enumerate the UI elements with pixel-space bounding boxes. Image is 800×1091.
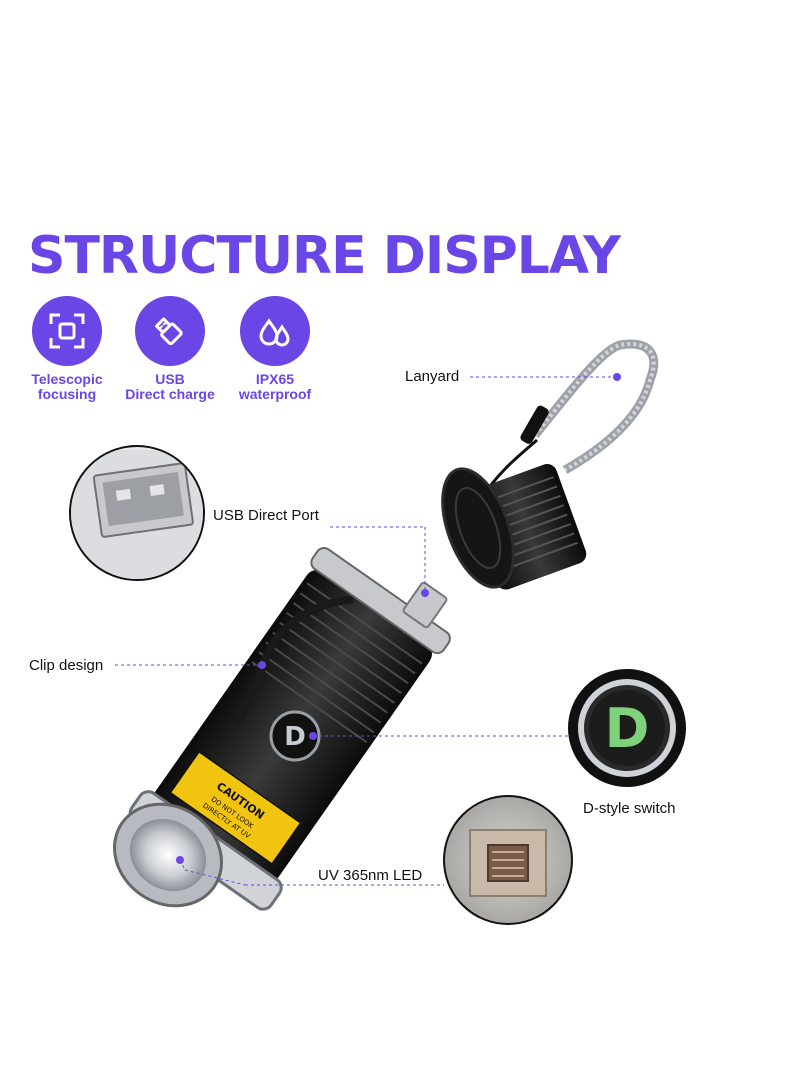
side-switch-letter: D bbox=[284, 722, 306, 752]
feature-label-line2: Direct charge bbox=[125, 386, 215, 402]
usb-plug bbox=[402, 581, 448, 629]
feature-telescopic-focusing: Telescopic focusing bbox=[12, 296, 122, 402]
page-title: STRUCTURE DISPLAY bbox=[28, 226, 621, 286]
water-drops-icon bbox=[240, 296, 310, 366]
feature-label-line1: IPX65 bbox=[255, 371, 295, 387]
feature-label-line2: waterproof bbox=[238, 386, 312, 402]
callout-switch: D-style switch bbox=[583, 800, 676, 817]
callout-lanyard: Lanyard bbox=[405, 368, 460, 385]
d-switch-letter: D bbox=[605, 697, 650, 760]
usb-stick-icon bbox=[135, 296, 205, 366]
lanyard bbox=[478, 339, 659, 501]
callout-dots bbox=[176, 373, 621, 864]
flashlight-body: CAUTION DO NOT LOOK DIRECTLY AT UV D bbox=[112, 546, 451, 911]
feature-usb-direct-charge: USB Direct charge bbox=[115, 296, 225, 402]
feature-label-line1: Telescopic bbox=[31, 371, 103, 387]
tail-cap bbox=[441, 464, 587, 590]
d-switch-detail bbox=[568, 669, 686, 787]
callout-usb-port: USB Direct Port bbox=[213, 507, 319, 524]
callout-clip: Clip design bbox=[29, 657, 104, 674]
feature-label-line2: focusing bbox=[37, 386, 97, 402]
callout-led: UV 365nm LED bbox=[318, 867, 423, 884]
focus-frame-icon bbox=[32, 296, 102, 366]
callout-lines bbox=[115, 376, 617, 886]
clip bbox=[234, 596, 354, 724]
usb-port-detail bbox=[69, 445, 205, 581]
feature-label-line1: USB bbox=[155, 371, 185, 387]
feature-ipx65-waterproof: IPX65 waterproof bbox=[220, 296, 330, 402]
uv-led-detail bbox=[443, 795, 573, 925]
lens bbox=[129, 818, 207, 892]
